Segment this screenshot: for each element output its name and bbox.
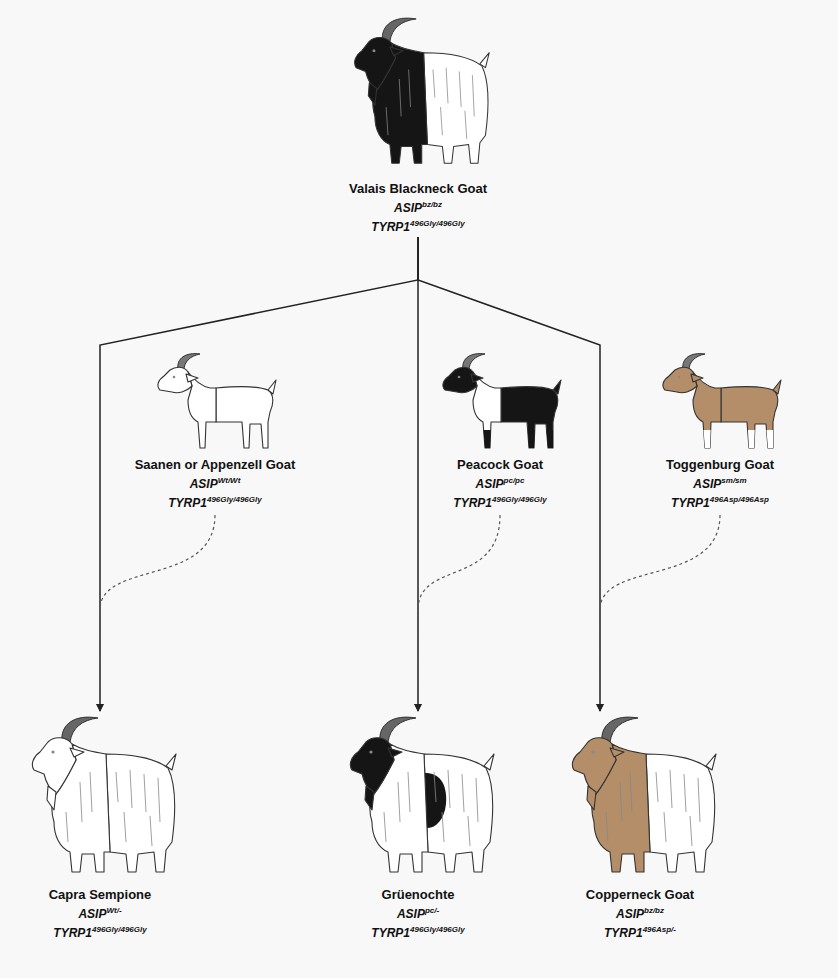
- descent-connector: [100, 237, 418, 711]
- goat-node: Valais Blackneck GoatASIPbz/bzTYRP1496Gl…: [339, 8, 497, 235]
- genotype-allele: bz/bz: [644, 906, 664, 915]
- peacock-goat-figure: [443, 354, 561, 448]
- breed-name: Grüenochte: [338, 886, 498, 903]
- gene-name: ASIP: [476, 477, 504, 491]
- genotype-allele: bz/bz: [422, 200, 442, 209]
- saanen-goat-figure: [158, 354, 276, 448]
- gene-name: TYRP1: [453, 496, 492, 510]
- valais-goat-figure: [355, 18, 490, 163]
- breed-name: Peacock Goat: [435, 456, 565, 473]
- breeding-cross-connector: [418, 515, 500, 711]
- copperneck-goat-figure: [572, 717, 716, 872]
- breed-name: Capra Sempione: [20, 886, 180, 903]
- genotype-allele: 496Gly/496Gly: [207, 495, 262, 504]
- gene-name: ASIP: [693, 477, 721, 491]
- gene-name: ASIP: [190, 477, 218, 491]
- genotype-allele: pc/-: [425, 906, 439, 915]
- gene-name: ASIP: [394, 201, 422, 215]
- genotype-allele: 496Asp/-: [643, 925, 676, 934]
- toggenburg-goat-figure: [663, 354, 781, 448]
- breeding-cross-connector: [600, 515, 720, 711]
- gene-name: TYRP1: [371, 926, 410, 940]
- genotype-allele: Wt/-: [106, 906, 121, 915]
- descent-connector: [417, 237, 419, 711]
- genotype-allele: 496Gly/496Gly: [492, 495, 547, 504]
- gene-name: TYRP1: [53, 926, 92, 940]
- genotype-allele: pc/pc: [504, 476, 525, 485]
- gene-name: TYRP1: [604, 926, 643, 940]
- sempione-goat-figure: [32, 717, 176, 872]
- goat-node: Copperneck GoatASIPbz/bzTYRP1496Asp/-: [556, 712, 724, 941]
- gene-name: TYRP1: [671, 496, 710, 510]
- goat-node: Saanen or Appenzell GoatASIPWt/WtTYRP149…: [131, 352, 300, 511]
- gene-name: ASIP: [78, 907, 106, 921]
- genotype-allele: 496Gly/496Gly: [410, 219, 465, 228]
- goat-node: Capra SempioneASIPWt/- TYRP1496Gly/496Gly: [16, 712, 184, 941]
- descent-connector: [418, 237, 600, 711]
- gene-name: TYRP1: [168, 496, 207, 510]
- genotype-allele: Wt/Wt: [218, 476, 241, 485]
- genotype-allele: 496Asp/496Asp: [710, 495, 769, 504]
- breed-name: Saanen or Appenzell Goat: [135, 456, 296, 473]
- goat-node: Peacock GoatASIPpc/pcTYRP1496Gly/496Gly: [431, 352, 569, 511]
- breed-name: Valais Blackneck Goat: [343, 180, 493, 197]
- breed-name: Copperneck Goat: [560, 886, 720, 903]
- gruenochte-goat-figure: [350, 717, 494, 872]
- gene-name: ASIP: [397, 907, 425, 921]
- breed-name: Toggenburg Goat: [655, 456, 785, 473]
- gene-name: TYRP1: [371, 220, 410, 234]
- breeding-cross-connector: [100, 515, 215, 711]
- gene-name: ASIP: [616, 907, 644, 921]
- goat-node: Toggenburg GoatASIPsm/smTYRP1496Asp/496A…: [651, 352, 789, 511]
- genotype-allele: 496Gly/496Gly: [410, 925, 465, 934]
- genotype-allele: 496Gly/496Gly: [92, 925, 147, 934]
- genotype-allele: sm/sm: [721, 476, 746, 485]
- goat-node: GrüenochteASIPpc/- TYRP1496Gly/496Gly: [334, 712, 502, 941]
